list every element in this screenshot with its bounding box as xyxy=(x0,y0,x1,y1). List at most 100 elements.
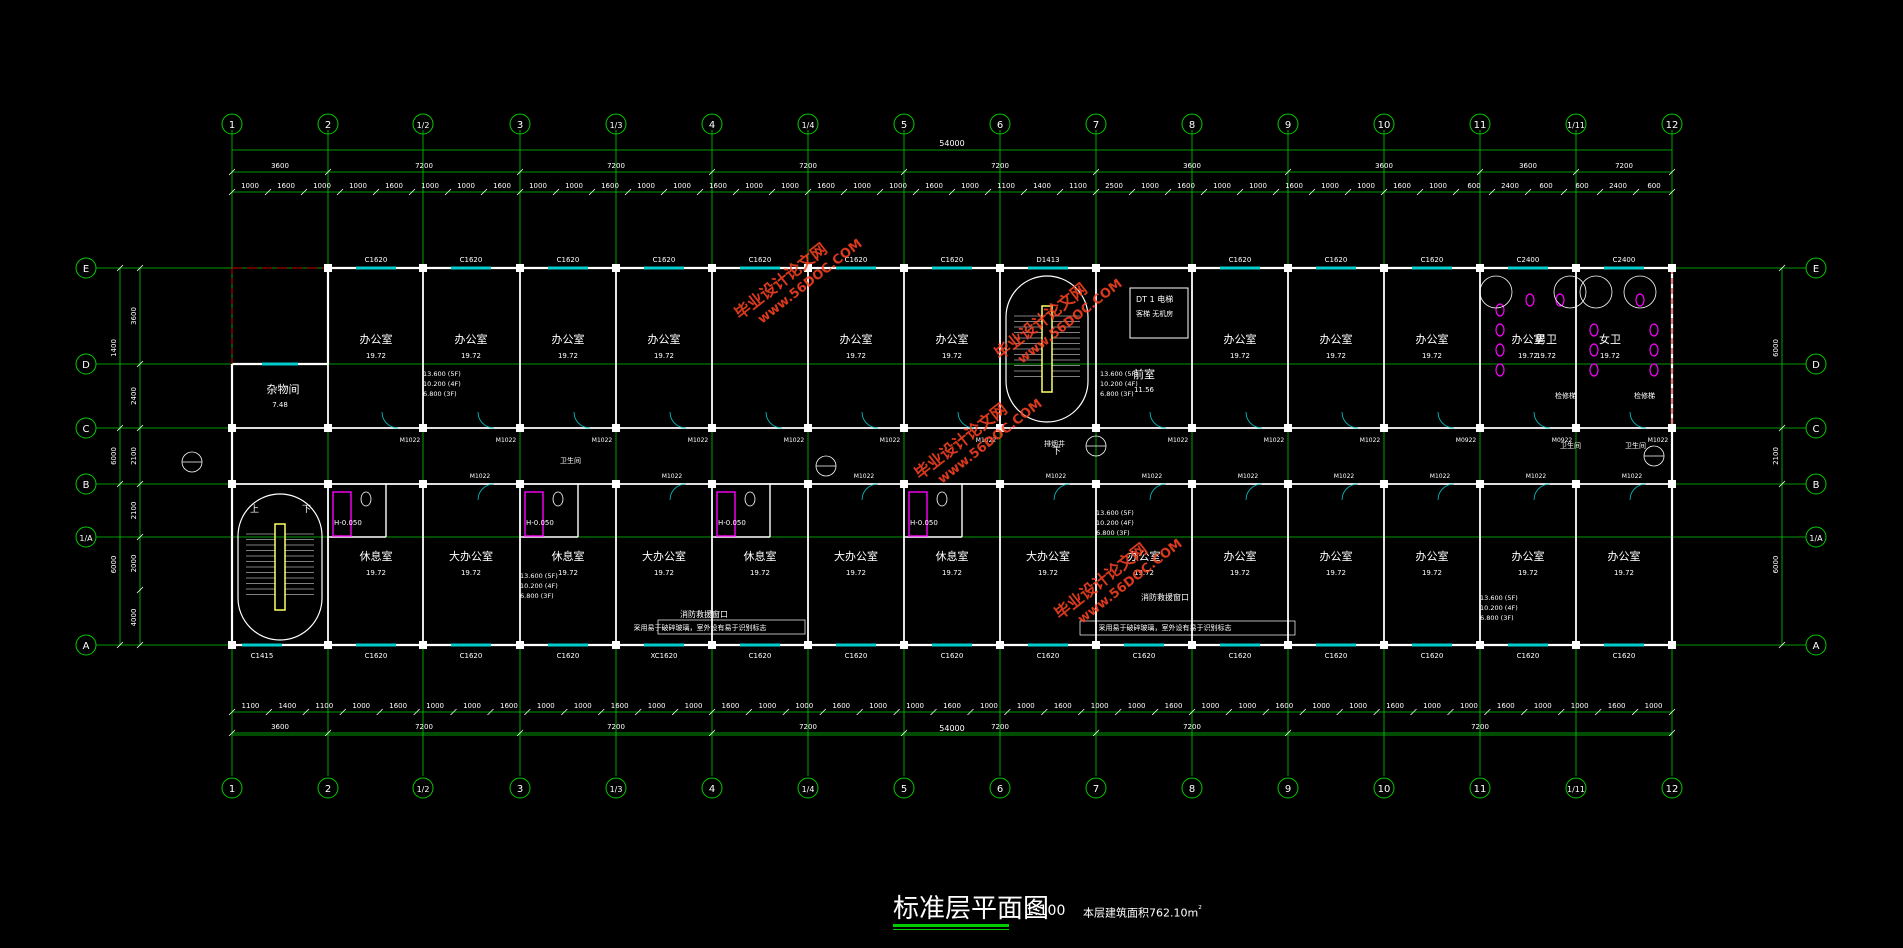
structural-column xyxy=(419,641,427,649)
structural-column xyxy=(1476,264,1484,272)
axis-bubble xyxy=(75,526,97,548)
axis-label: 1/2 xyxy=(417,785,430,794)
structural-column xyxy=(419,424,427,432)
axis-bubble xyxy=(412,113,434,135)
axis-bubble xyxy=(605,777,627,799)
dim-top-fine-text: 1000 xyxy=(1249,182,1267,190)
structural-column xyxy=(1380,480,1388,488)
structural-column xyxy=(1284,424,1292,432)
dim-bottom-fine-text: 1600 xyxy=(1054,702,1072,710)
toilet-fixture xyxy=(1649,323,1659,337)
axis-label: D xyxy=(1812,360,1820,371)
toilet-fixture xyxy=(1525,293,1535,307)
wc-dryer xyxy=(1623,275,1657,309)
dim-bottom-fine-text: 1000 xyxy=(1238,702,1256,710)
window-label-north: C1620 xyxy=(941,256,964,264)
dim-bottom-fine-text: 1600 xyxy=(832,702,850,710)
dim-bottom-fine-text: 1000 xyxy=(648,702,666,710)
dim-bottom-fine-tick xyxy=(1114,708,1122,716)
dim-bottom-fine-tick xyxy=(782,708,790,716)
axis-label: 7 xyxy=(1093,784,1099,795)
room-name-north: 办公室 xyxy=(455,332,488,346)
dim-bottom-fine-tick xyxy=(930,708,937,716)
dim-top-fine-text: 1000 xyxy=(889,182,907,190)
dim-top-fine-tick xyxy=(804,188,812,196)
door-label: M1022 xyxy=(1526,473,1547,480)
dim-top-fine-text: 1000 xyxy=(961,182,979,190)
axis-label: 10 xyxy=(1378,784,1391,795)
dim-top-fine-text: 1000 xyxy=(1429,182,1447,190)
dim-bottom-fine-tick xyxy=(450,708,457,716)
axis-bubble xyxy=(509,113,531,135)
room-area-north: 19.72 xyxy=(654,352,674,360)
room-area-south: 19.72 xyxy=(1518,569,1538,577)
door-swing xyxy=(1533,483,1551,501)
dim-top-fine-tick xyxy=(372,188,380,196)
window-label-north: C1620 xyxy=(1421,256,1444,264)
room-area-south: 19.72 xyxy=(461,569,481,577)
toilet-fixture xyxy=(1589,323,1599,337)
axis-bubble xyxy=(1373,113,1395,135)
dim-bottom-fine-text: 1100 xyxy=(315,702,333,710)
axis-label: B xyxy=(83,480,90,491)
dim-bottom-bay-tick xyxy=(228,729,236,737)
dim-bottom-fine-text: 1000 xyxy=(463,702,481,710)
stair-down-label: 下 xyxy=(302,505,311,515)
axis-bubble xyxy=(605,113,627,135)
door-label: M1022 xyxy=(1264,437,1285,444)
room-area-south: 19.72 xyxy=(558,569,578,577)
dim-top-fine-text: 600 xyxy=(1539,182,1552,190)
window-label-south: C1620 xyxy=(1517,652,1540,660)
elevation-note: 13.600 (5F) xyxy=(423,370,461,378)
structural-column xyxy=(1476,424,1484,432)
dim-top-fine-text: 1600 xyxy=(925,182,943,190)
dim-top-fine-tick xyxy=(1164,188,1172,196)
window-label-south: C1620 xyxy=(1037,652,1060,660)
door-swing xyxy=(1245,483,1263,501)
dim-bottom-bay-tick xyxy=(900,729,908,737)
fire-window-note: 消防救援窗口 xyxy=(1141,592,1189,602)
ladder-label: 检修梯 xyxy=(1634,391,1655,400)
axis-bubble xyxy=(1373,777,1395,799)
dim-bottom-fine-tick xyxy=(819,708,827,716)
dim-top-fine-tick xyxy=(1632,188,1640,196)
dim-top-fine-tick xyxy=(300,188,308,196)
dim-top-fine-text: 1600 xyxy=(385,182,403,190)
axis-bubble xyxy=(989,777,1011,799)
elevation-note: 6.800 (3F) xyxy=(1096,529,1130,537)
axis-label: E xyxy=(83,264,89,275)
axis-bubble xyxy=(1277,777,1299,799)
window-label-north: C1620 xyxy=(557,256,580,264)
axis-bubble xyxy=(1085,777,1107,799)
dim-bottom-fine-tick xyxy=(671,708,679,716)
toilet-fixture xyxy=(1495,363,1505,377)
structural-column xyxy=(708,480,716,488)
wc-level: H-0.050 xyxy=(334,519,362,527)
structural-column xyxy=(612,480,620,488)
room-name-north: 办公室 xyxy=(1320,332,1353,346)
door-swing xyxy=(669,483,687,501)
window-label-south: C1620 xyxy=(557,652,580,660)
dim-top-fine-tick xyxy=(948,188,956,196)
room-name-south: 大办公室 xyxy=(642,549,686,563)
dim-bottom-bay-text: 7200 xyxy=(415,723,433,731)
dim-top-fine-tick xyxy=(1380,188,1388,196)
window-label-south: C1620 xyxy=(845,652,868,660)
toilet-fixture xyxy=(744,491,756,507)
dim-left-inner-tick xyxy=(136,586,144,594)
axis-label: C xyxy=(83,424,90,435)
structural-column xyxy=(612,424,620,432)
dim-top-fine-tick xyxy=(912,188,920,196)
dim-bottom-bay-text: 7200 xyxy=(1471,723,1489,731)
door-label: M1022 xyxy=(1142,473,1163,480)
dim-bottom-fine-text: 1000 xyxy=(352,702,370,710)
room-name-north: 办公室 xyxy=(552,332,585,346)
dim-left-outer-text: 6000 xyxy=(110,556,118,574)
dim-bottom-fine-tick xyxy=(561,708,568,716)
ladder-label: 检修梯 xyxy=(1555,391,1576,400)
floor-area-note: 本层建筑面积762.10m² xyxy=(1083,904,1202,921)
dim-left-inner-text: 3600 xyxy=(130,307,138,325)
dim-bottom-fine-tick xyxy=(1299,708,1307,716)
dim-top-fine-tick xyxy=(1236,188,1244,196)
axis-bubble xyxy=(1805,417,1827,439)
